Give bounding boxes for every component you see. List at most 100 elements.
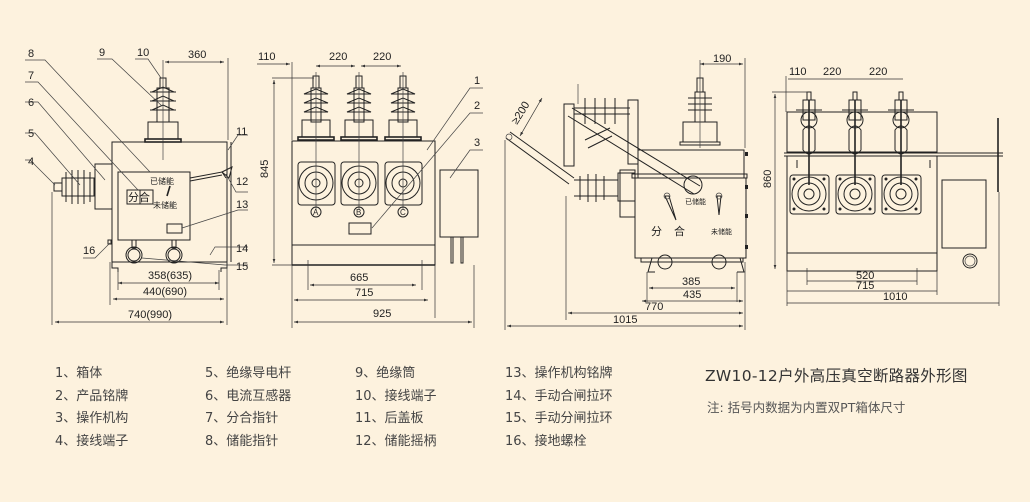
isolator-tank [634, 177, 747, 259]
svg-text:16: 16 [83, 245, 95, 257]
svg-text:15: 15 [236, 261, 248, 273]
isolator-front-tank [786, 155, 938, 272]
side-leaders [25, 58, 248, 266]
operating-mechanism [439, 169, 479, 238]
svg-text:715: 715 [856, 280, 874, 292]
svg-text:110: 110 [789, 66, 807, 78]
isolator-close-label: 合 [674, 224, 685, 238]
legend-item: 11、后盖板 [355, 411, 424, 426]
front-dimensions: 110 220 220 845 665 715 925 [257, 51, 475, 328]
isolator-mechanism [941, 179, 987, 249]
isolator-arm [505, 84, 703, 218]
drawing-note: 注: 括号内数据为内置双PT箱体尺寸 [707, 400, 906, 415]
svg-text:665: 665 [350, 272, 368, 284]
svg-text:845: 845 [259, 160, 271, 178]
legend-item: 7、分合指针 [205, 411, 279, 426]
legend-item: 9、绝缘筒 [355, 366, 416, 381]
svg-text:360: 360 [188, 49, 206, 61]
isolator-top-bushing [679, 60, 721, 148]
callout-2: 2 [474, 100, 480, 112]
isolator-front-view: 110 220 220 860 520 715 1010 [762, 66, 1003, 306]
legend-item: 16、接地螺栓 [505, 433, 587, 449]
svg-text:13: 13 [236, 199, 248, 211]
svg-text:≥200: ≥200 [509, 100, 532, 127]
svg-text:5: 5 [28, 128, 34, 140]
phase-pole: B [340, 72, 379, 218]
svg-text:440(690): 440(690) [143, 286, 187, 298]
isolator-phase-pole [835, 91, 876, 215]
legend-item: 12、储能摇柄 [355, 433, 437, 449]
isolator-handle[interactable] [683, 175, 703, 195]
phase-label: C [400, 208, 406, 217]
open-indicator-text: 分合 [128, 190, 150, 204]
legend-item: 13、操作机构铭牌 [505, 366, 613, 381]
svg-text:715: 715 [355, 287, 373, 299]
svg-text:220: 220 [373, 51, 391, 63]
open-pull-ring [165, 246, 183, 264]
svg-text:220: 220 [329, 51, 347, 63]
svg-text:220: 220 [823, 66, 841, 78]
svg-text:358(635): 358(635) [148, 270, 192, 282]
svg-text:925: 925 [373, 308, 391, 320]
phase-pole: A [297, 72, 336, 218]
svg-text:4: 4 [28, 156, 34, 168]
product-nameplate [348, 222, 372, 235]
close-pull-ring [125, 246, 143, 264]
isolator-uncharged-label: 未储能 [711, 227, 732, 236]
side-callout-numbers: 8 9 10 7 6 5 4 11 12 13 16 14 15 [28, 47, 248, 273]
isolator-phase-pole [789, 91, 830, 215]
svg-text:14: 14 [236, 243, 248, 255]
side-view: 分合 已储能 未储能 [25, 47, 248, 325]
svg-text:385: 385 [682, 276, 700, 288]
svg-text:220: 220 [869, 66, 887, 78]
svg-text:11: 11 [236, 126, 247, 138]
side-dimensions: 360 358(635) 440(690) 740(990) [51, 49, 229, 325]
legend-item: 4、接线端子 [55, 433, 129, 449]
svg-text:7: 7 [28, 70, 34, 82]
front-view: A B C 1 2 3 110 220 220 845 [257, 51, 483, 328]
mechanism-nameplate [166, 223, 183, 234]
mechanism-box [117, 171, 191, 241]
isolator-phase-pole [881, 91, 922, 215]
svg-text:8: 8 [28, 48, 34, 60]
isolator-side-dimensions: 190 ≥200 385 435 770 1015 [504, 53, 746, 330]
callout-3: 3 [474, 137, 480, 149]
legend-item: 2、产品铭牌 [55, 388, 129, 404]
svg-text:770: 770 [645, 301, 663, 313]
legend-item: 10、接线端子 [355, 388, 437, 404]
technical-drawing: 分合 已储能 未储能 [25, 47, 1003, 330]
charged-label: 已储能 [150, 176, 174, 186]
front-leaders [371, 87, 483, 229]
svg-text:740(990): 740(990) [128, 309, 172, 321]
legend-item: 8、储能指针 [205, 433, 279, 449]
svg-text:6: 6 [28, 97, 34, 109]
isolator-charged-label: 已储能 [685, 197, 706, 206]
phase-label: A [313, 208, 319, 217]
legend-item: 3、操作机构 [55, 411, 129, 426]
svg-text:1010: 1010 [883, 291, 907, 303]
top-bushing [144, 60, 182, 160]
drawing-title: ZW10-12户外高压真空断路器外形图 [705, 367, 968, 385]
legend-item: 14、手动合闸拉环 [505, 388, 613, 404]
svg-text:1015: 1015 [613, 314, 637, 326]
svg-text:110: 110 [258, 51, 276, 63]
legend-item: 15、手动分闸拉环 [505, 411, 613, 426]
phase-label: B [356, 208, 361, 217]
svg-text:10: 10 [137, 47, 149, 59]
svg-text:9: 9 [99, 47, 105, 59]
legend-item: 6、电流互感器 [205, 388, 292, 404]
parts-legend: 1、箱体 2、产品铭牌 3、操作机构 4、接线端子 5、绝缘导电杆 6、电流互感器 7、分合… [55, 362, 655, 452]
isolator-front-dimensions: 110 220 220 860 520 715 1010 [762, 66, 1000, 306]
legend-item: 1、箱体 [55, 366, 103, 381]
callout-1: 1 [474, 75, 480, 87]
svg-text:520: 520 [856, 270, 874, 282]
front-tank [291, 140, 436, 266]
svg-text:12: 12 [236, 176, 248, 188]
legend-item: 5、绝缘导电杆 [205, 366, 292, 381]
isolator-open-label: 分 [651, 225, 662, 238]
uncharged-label: 未储能 [153, 200, 177, 210]
phase-pole: C [384, 72, 423, 218]
svg-text:860: 860 [762, 170, 774, 188]
svg-text:190: 190 [713, 53, 731, 65]
svg-text:435: 435 [683, 289, 701, 301]
